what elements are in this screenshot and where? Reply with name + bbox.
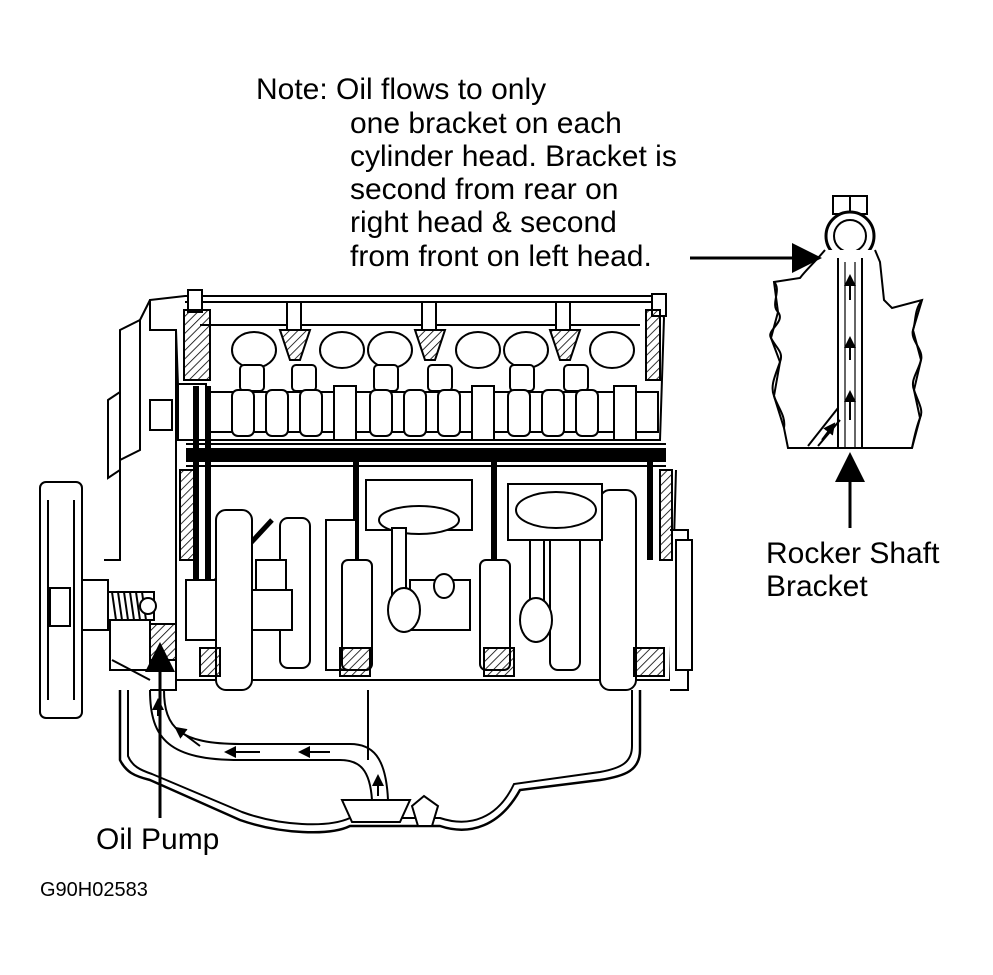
oil-pickup [149,689,440,827]
crankshaft [185,489,665,691]
oil-pump-label: Oil Pump [96,823,220,856]
valve-train [231,331,635,392]
head-bolts [187,289,667,331]
crank-pulley [39,481,157,719]
note-line-5: right head & second [350,206,617,239]
engine-cross-section [39,289,693,834]
rocker-bracket-inset [769,195,924,449]
rocker-shaft-label-line-2: Bracket [766,570,868,603]
rocker-shaft-label-line-1: Rocker Shaft [766,537,940,570]
main-oil-gallery [186,448,666,462]
note-line-2: one bracket on each [350,107,622,140]
figure-id: G90H02583 [40,879,148,901]
camshaft [177,383,659,441]
note-line-1: Note: Oil flows to only [256,73,547,106]
note-line-3: cylinder head. Bracket is [350,140,677,173]
note-line-6: from front on left head. [350,240,652,273]
oil-pan [118,690,642,834]
note-line-4: second from rear on [350,173,619,206]
pistons [365,479,603,643]
